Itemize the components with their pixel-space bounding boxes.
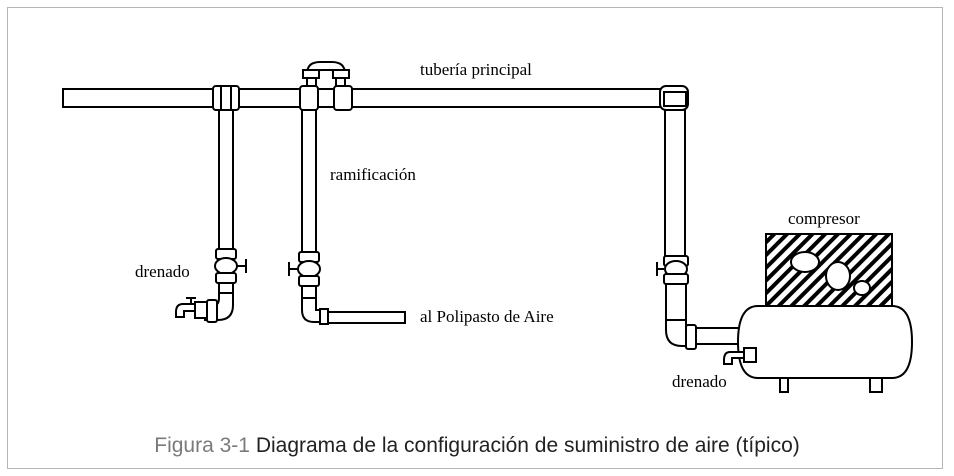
- figure-number: Figura 3-1: [154, 434, 250, 457]
- compressor-motor: [765, 233, 893, 307]
- left-tee: [212, 85, 240, 111]
- figure-caption-text: Diagrama de la configuración de suminist…: [255, 434, 800, 457]
- hoist-pipe: [327, 311, 406, 324]
- middle-tee: [299, 85, 319, 111]
- label-to-hoist: al Polipasto de Aire: [420, 307, 554, 326]
- label-drain-left: drenado: [135, 262, 190, 281]
- branch-pipe: [301, 109, 317, 254]
- right-riser: [664, 109, 686, 259]
- left-drop-pipe: [218, 109, 234, 251]
- label-main-pipe: tubería principal: [420, 60, 532, 79]
- compressor-feet: [779, 378, 883, 393]
- main-pipe: [62, 88, 674, 108]
- left-drain-faucet: [175, 303, 196, 318]
- right-drain-faucet: [723, 351, 745, 365]
- compressor-tank: [736, 305, 914, 379]
- label-compressor: compresor: [788, 209, 860, 228]
- label-branch: ramificación: [330, 165, 416, 184]
- figure-caption: Figura 3-1 Diagrama de la configuración …: [0, 434, 954, 458]
- label-drain-right: drenado: [672, 372, 727, 391]
